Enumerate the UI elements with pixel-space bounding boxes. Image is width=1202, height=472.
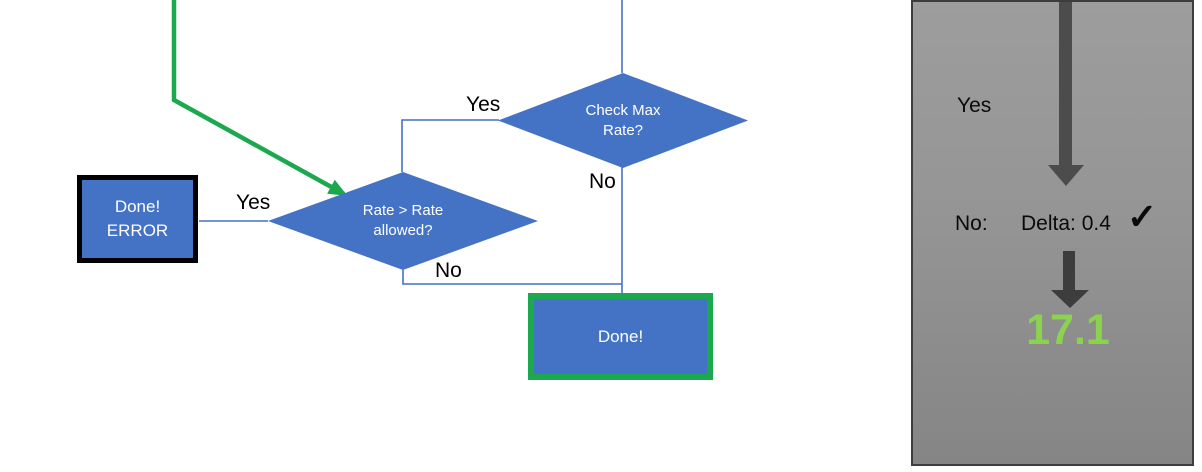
box-done-error: Done! ERROR bbox=[77, 175, 198, 263]
label-check-max-no: No bbox=[589, 170, 616, 193]
panel-delta-value: Delta: 0.4 bbox=[1021, 212, 1111, 235]
side-panel: Yes No: Delta: 0.4 ✓ 17.1 bbox=[911, 0, 1194, 466]
connector-rate-no bbox=[402, 270, 622, 285]
check-icon: ✓ bbox=[1127, 196, 1158, 237]
down-arrow-icon-shaft-1 bbox=[1059, 2, 1072, 165]
panel-yes-label: Yes bbox=[957, 94, 992, 117]
down-arrow-icon-2 bbox=[1051, 290, 1089, 308]
diamond-check-max-line1: Check Max bbox=[585, 101, 661, 119]
box-done-label: Done! bbox=[597, 326, 644, 346]
box-done-error-line1: Done! bbox=[114, 197, 161, 216]
panel-no-label: No: bbox=[955, 212, 988, 235]
label-rate-no: No bbox=[435, 259, 462, 282]
diamond-rate-line1: Rate > Rate bbox=[362, 202, 444, 219]
label-check-max-yes: Yes bbox=[466, 93, 501, 116]
flowchart-area: Check Max Rate? Rate > Rate allowed? Don… bbox=[77, 0, 748, 380]
panel-result-value: 17.1 bbox=[1026, 306, 1110, 354]
box-done: Done! bbox=[528, 293, 713, 380]
connector-check-max-yes bbox=[401, 119, 499, 172]
down-arrow-icon-shaft-2 bbox=[1063, 251, 1075, 290]
diamond-rate-line2: allowed? bbox=[373, 222, 433, 239]
green-flow-arrow bbox=[171, 0, 348, 196]
box-done-error-line2: ERROR bbox=[106, 221, 169, 240]
diamond-check-max-line2: Rate? bbox=[602, 121, 644, 139]
panel-decision-row: No: Delta: 0.4 ✓ bbox=[913, 196, 1196, 244]
label-rate-yes: Yes bbox=[236, 191, 271, 214]
down-arrow-icon-1 bbox=[1048, 165, 1084, 186]
connector-lines bbox=[171, 0, 623, 293]
